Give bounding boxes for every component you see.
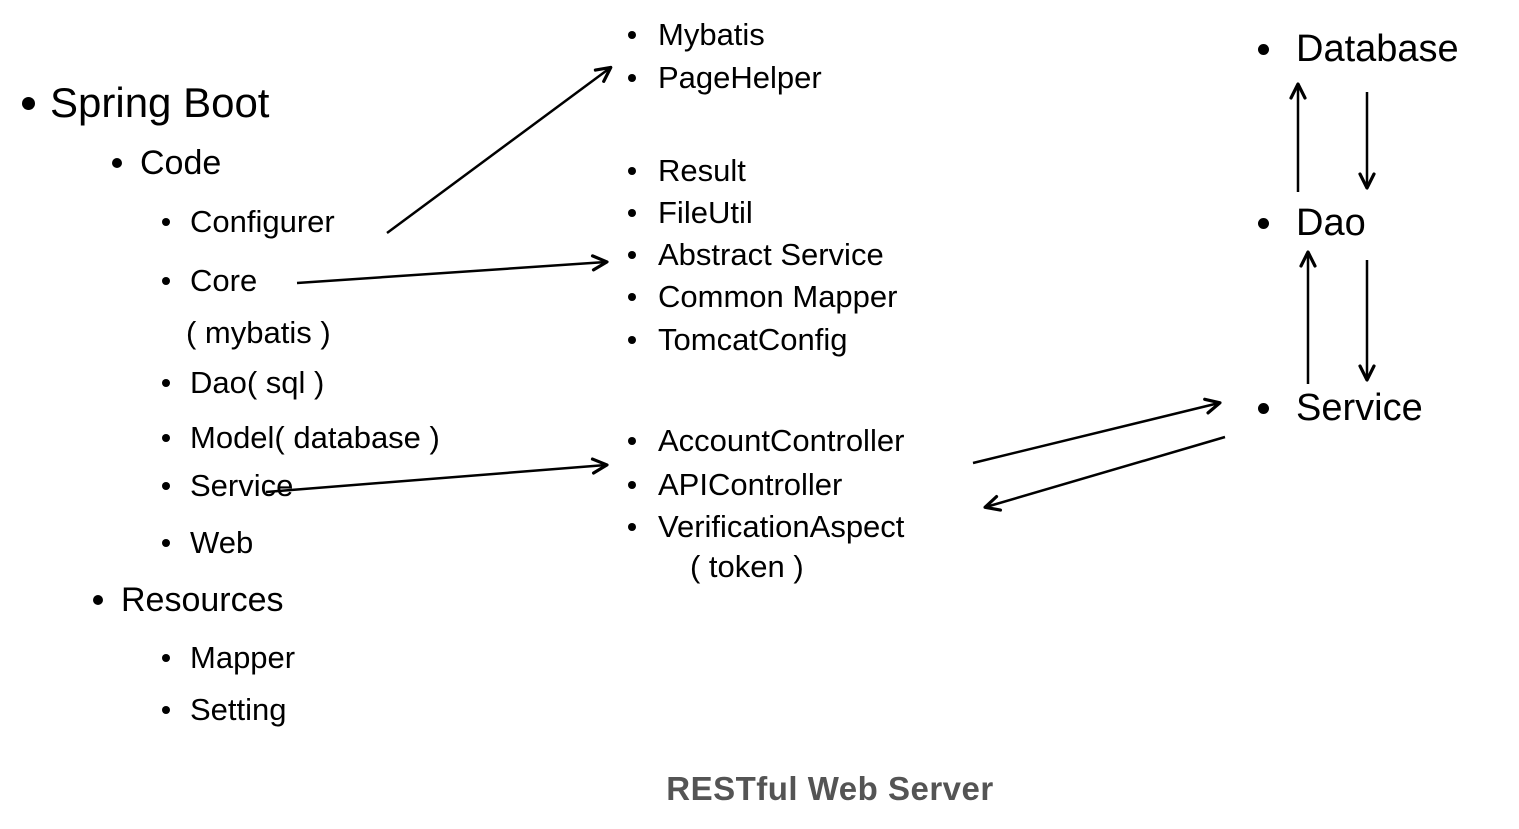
- outline-item-model: Model( database ): [162, 419, 440, 457]
- module-item-label: Abstract Service: [658, 237, 884, 272]
- outline-item-setting: Setting: [162, 691, 287, 729]
- module-item-label: PageHelper: [658, 60, 822, 95]
- bullet-dot-icon: [628, 167, 636, 175]
- module-item-label: AccountController: [658, 423, 905, 458]
- bullet-dot-icon: [1258, 402, 1269, 414]
- module-item-label: Result: [658, 153, 746, 188]
- outline-item-label: Mapper: [190, 640, 296, 675]
- outline-resources-row: Resources: [93, 580, 284, 620]
- outline-item-label: Dao( sql ): [190, 365, 325, 400]
- outline-item-label: Configurer: [190, 204, 335, 239]
- bullet-dot-icon: [628, 74, 636, 82]
- layer-database: Database: [1258, 27, 1459, 71]
- layer-label: Database: [1296, 27, 1459, 70]
- outline-item-label: Web: [190, 525, 254, 560]
- bullet-dot-icon: [1258, 43, 1269, 55]
- bullet-dot-icon: [162, 482, 170, 490]
- arrow-service-layer-to-verificationaspect: [983, 435, 1226, 512]
- module-item-abstract-service: Abstract Service: [628, 236, 884, 274]
- bullet-dot-icon: [628, 293, 636, 301]
- bullet-dot-icon: [162, 218, 170, 226]
- bullet-dot-icon: [162, 706, 170, 714]
- outline-item-label: Setting: [190, 692, 287, 727]
- module-item-label: Common Mapper: [658, 279, 898, 314]
- outline-item-label: Service: [190, 468, 294, 503]
- module-item-tomcatconfig: TomcatConfig: [628, 321, 848, 359]
- module-item-result: Result: [628, 152, 746, 190]
- outline-item-label: Core: [190, 263, 258, 298]
- arrow-configurer-to-mybatis: [386, 65, 613, 235]
- module-item-accountcontroller: AccountController: [628, 422, 904, 460]
- arrow-controller-to-service-layer: [972, 397, 1222, 465]
- outline-item-configurer: Configurer: [162, 203, 335, 241]
- module-item-mybatis: Mybatis: [628, 16, 765, 54]
- outline-item-web: Web: [162, 524, 253, 562]
- module-item-label: APIController: [658, 467, 843, 502]
- bullet-dot-icon: [628, 336, 636, 344]
- module-note-token: ( token ): [690, 548, 804, 586]
- module-note-label: ( token ): [690, 549, 804, 584]
- bullet-dot-icon: [628, 251, 636, 259]
- layer-label: Service: [1296, 386, 1423, 429]
- outline-item-label: Model( database ): [190, 420, 440, 455]
- module-item-fileutil: FileUtil: [628, 194, 753, 232]
- outline-resources-label: Resources: [121, 580, 284, 619]
- bullet-dot-icon: [628, 481, 636, 489]
- bullet-dot-icon: [162, 379, 170, 387]
- outline-item-core: Core: [162, 262, 257, 300]
- arrow-core-to-abstract-service: [296, 254, 609, 285]
- bullet-dot-icon: [1258, 217, 1269, 229]
- layer-dao: Dao: [1258, 201, 1366, 245]
- bullet-dot-icon: [162, 434, 170, 442]
- outline-code-label: Code: [140, 143, 222, 182]
- outline-note-label: ( mybatis ): [186, 315, 331, 350]
- bullet-dot-icon: [93, 595, 103, 605]
- bullet-dot-icon: [162, 654, 170, 662]
- slide-caption: RESTful Web Server: [666, 770, 994, 807]
- bullet-dot-icon: [628, 437, 636, 445]
- bullet-dot-icon: [628, 31, 636, 39]
- module-item-label: VerificationAspect: [658, 509, 905, 544]
- bullet-dot-icon: [162, 277, 170, 285]
- bullet-dot-icon: [22, 96, 35, 110]
- outline-item-service: Service: [162, 467, 293, 505]
- outline-title-row: Spring Boot: [22, 79, 269, 127]
- arrow-service-to-apicontroller: [265, 457, 609, 494]
- bullet-dot-icon: [628, 209, 636, 217]
- module-item-common-mapper: Common Mapper: [628, 278, 897, 316]
- outline-note-mybatis: ( mybatis ): [186, 314, 331, 352]
- module-item-label: Mybatis: [658, 17, 765, 52]
- module-item-label: FileUtil: [658, 195, 753, 230]
- layer-label: Dao: [1296, 201, 1366, 244]
- module-item-apicontroller: APIController: [628, 466, 842, 504]
- outline-item-mapper: Mapper: [162, 639, 295, 677]
- bullet-dot-icon: [162, 539, 170, 547]
- module-item-label: TomcatConfig: [658, 322, 848, 357]
- outline-code-row: Code: [112, 143, 221, 183]
- outline-title: Spring Boot: [50, 79, 270, 126]
- outline-item-dao-sql: Dao( sql ): [162, 364, 324, 402]
- bullet-dot-icon: [112, 158, 122, 168]
- module-item-verificationaspect: VerificationAspect: [628, 508, 904, 546]
- layer-service: Service: [1258, 386, 1423, 430]
- module-item-pagehelper: PageHelper: [628, 59, 822, 97]
- bullet-dot-icon: [628, 523, 636, 531]
